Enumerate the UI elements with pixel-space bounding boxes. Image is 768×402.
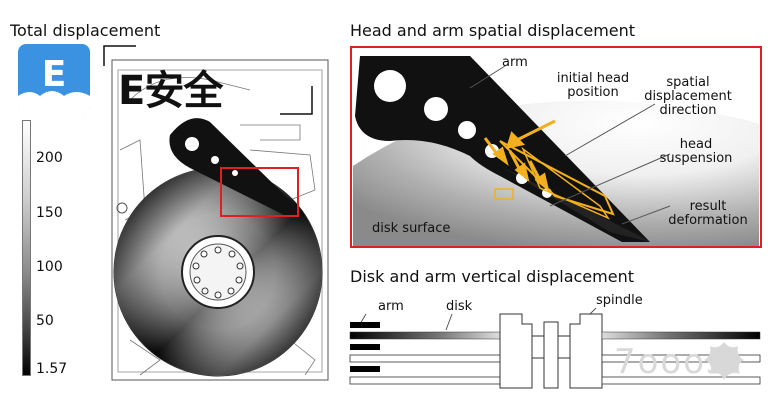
label-initial-head-line1: initial head	[556, 71, 630, 86]
label-disk-surface: disk surface	[372, 221, 451, 236]
label-initial-head: initial head position	[548, 72, 638, 100]
brand-text: E安全	[118, 68, 223, 114]
highlight-box	[220, 167, 299, 217]
colorbar	[22, 120, 31, 376]
label-spindle: spindle	[596, 293, 643, 308]
colorbar-tick: 50	[36, 313, 54, 329]
label-spatial-line2: displacement	[644, 89, 732, 104]
label-arm-top: arm	[502, 55, 528, 70]
vertical-displacement-diagram	[349, 307, 761, 389]
label-spatial-direction: spatial displacement direction	[636, 76, 740, 118]
colorbar-tick: 200	[36, 150, 63, 166]
label-head-suspension: head suspension	[650, 138, 742, 166]
head-arm-panel	[350, 46, 762, 248]
brand-logo: E	[18, 44, 90, 114]
label-disk: disk	[446, 299, 473, 314]
label-head-susp-line1: head	[679, 137, 713, 152]
label-spatial-line1: spatial	[666, 75, 710, 90]
colorbar-tick: 100	[36, 259, 63, 275]
colorbar-tick: 150	[36, 205, 63, 221]
logo-letter: E	[42, 54, 67, 95]
logo-icon: E	[18, 44, 90, 114]
label-result-line1: result	[689, 199, 727, 214]
label-result-line2: deformation	[668, 213, 748, 228]
title-total-displacement: Total displacement	[10, 21, 161, 40]
title-head-arm: Head and arm spatial displacement	[350, 21, 636, 40]
bracket-lines	[103, 45, 313, 115]
label-spatial-line3: direction	[659, 103, 717, 118]
hard-drive-drawing	[111, 59, 329, 381]
label-result-deformation: result deformation	[658, 200, 758, 228]
colorbar-tick: 1.57	[36, 361, 68, 377]
label-arm-bottom: arm	[378, 299, 404, 314]
label-initial-head-line2: position	[567, 85, 619, 100]
watermark-splash-icon	[704, 342, 744, 380]
title-disk-arm: Disk and arm vertical displacement	[350, 267, 634, 286]
watermark: 7ooos	[614, 342, 726, 382]
label-head-susp-line2: suspension	[659, 151, 733, 166]
